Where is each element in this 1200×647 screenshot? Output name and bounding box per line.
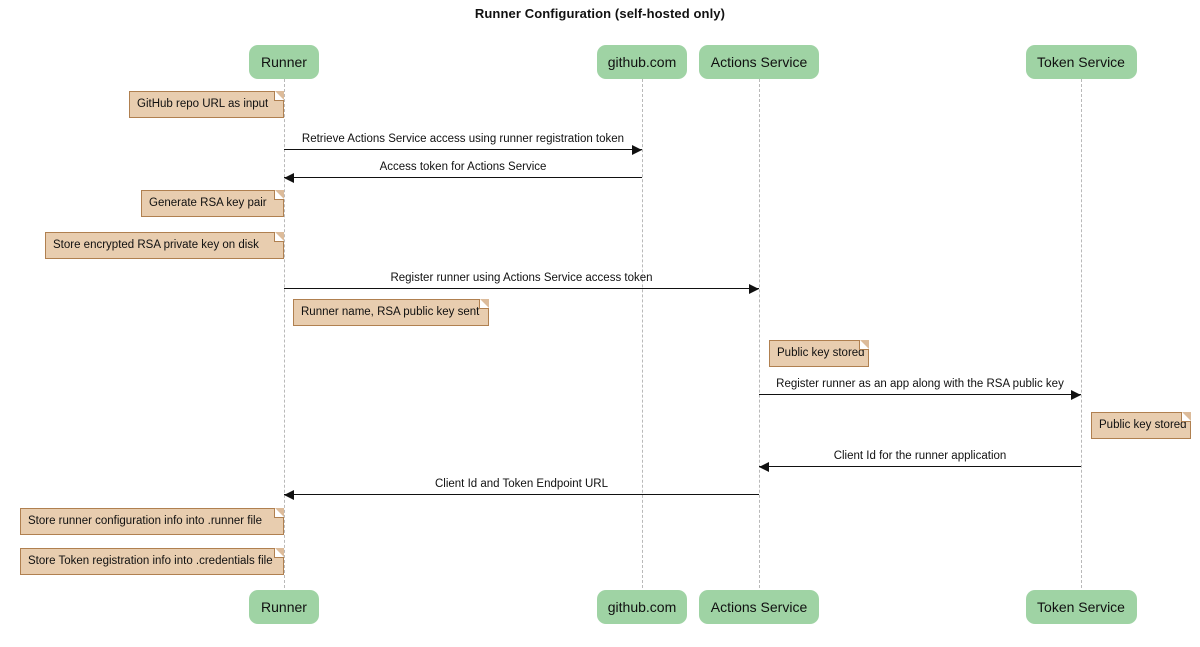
- msg-access-token-line: [284, 177, 642, 178]
- msg-register-app-line: [759, 394, 1081, 395]
- msg-access-token-arrowhead: [284, 172, 294, 183]
- lifeline-runner: [284, 79, 285, 588]
- note-store-private: Store encrypted RSA private key on disk: [45, 232, 284, 259]
- participant-runner-header[interactable]: Runner: [249, 45, 319, 79]
- note-store-runner-text: Store runner configuration info into .ru…: [28, 515, 262, 527]
- note-generate-rsa-fold-corner-icon: [275, 190, 284, 199]
- lifeline-actions: [759, 79, 760, 588]
- lifeline-token: [1081, 79, 1082, 588]
- note-store-runner: Store runner configuration info into .ru…: [20, 508, 284, 535]
- msg-register-runner-arrowhead: [749, 283, 759, 294]
- note-runner-name: Runner name, RSA public key sent: [293, 299, 489, 326]
- msg-register-runner-label: Register runner using Actions Service ac…: [390, 272, 653, 284]
- msg-retrieve-access-line: [284, 149, 642, 150]
- participant-actions-header[interactable]: Actions Service: [699, 45, 819, 79]
- note-pubkey-token: Public key stored: [1091, 412, 1191, 439]
- msg-register-app-arrowhead: [1071, 389, 1081, 400]
- note-pubkey-actions-text: Public key stored: [777, 347, 865, 359]
- note-store-private-fold-corner-icon: [275, 232, 284, 241]
- note-repo-url-text: GitHub repo URL as input: [137, 98, 269, 110]
- note-store-runner-fold-corner-icon: [275, 508, 284, 517]
- note-pubkey-actions: Public key stored: [769, 340, 869, 367]
- participant-token-footer[interactable]: Token Service: [1025, 590, 1137, 624]
- note-store-creds-fold-corner-icon: [275, 548, 284, 557]
- msg-client-id-label: Client Id for the runner application: [833, 450, 1007, 462]
- note-pubkey-actions-fold-corner-icon: [860, 340, 869, 349]
- note-store-creds: Store Token registration info into .cred…: [20, 548, 284, 575]
- msg-access-token-label: Access token for Actions Service: [379, 161, 547, 173]
- msg-client-id-line: [759, 466, 1081, 467]
- note-store-creds-text: Store Token registration info into .cred…: [28, 555, 273, 567]
- note-generate-rsa: Generate RSA key pair: [141, 190, 284, 217]
- participant-token-header[interactable]: Token Service: [1025, 45, 1137, 79]
- msg-retrieve-access-label: Retrieve Actions Service access using ru…: [301, 133, 625, 145]
- note-repo-url: GitHub repo URL as input: [129, 91, 284, 118]
- participant-actions-footer[interactable]: Actions Service: [699, 590, 819, 624]
- page-title: Runner Configuration (self-hosted only): [474, 6, 726, 21]
- msg-register-app-label: Register runner as an app along with the…: [776, 378, 1064, 390]
- participant-github-header[interactable]: github.com: [597, 45, 687, 79]
- note-store-private-text: Store encrypted RSA private key on disk: [53, 239, 259, 251]
- lifeline-github: [642, 79, 643, 588]
- participant-github-footer[interactable]: github.com: [597, 590, 687, 624]
- msg-client-id-arrowhead: [759, 461, 769, 472]
- msg-client-id-endpoint-arrowhead: [284, 489, 294, 500]
- msg-client-id-endpoint-label: Client Id and Token Endpoint URL: [434, 478, 609, 490]
- note-generate-rsa-text: Generate RSA key pair: [149, 197, 267, 209]
- participant-runner-footer[interactable]: Runner: [249, 590, 319, 624]
- note-pubkey-token-text: Public key stored: [1099, 419, 1187, 431]
- msg-register-runner-line: [284, 288, 759, 289]
- note-pubkey-token-fold-corner-icon: [1182, 412, 1191, 421]
- note-repo-url-fold-corner-icon: [275, 91, 284, 100]
- msg-retrieve-access-arrowhead: [632, 144, 642, 155]
- msg-client-id-endpoint-line: [284, 494, 759, 495]
- note-runner-name-fold-corner-icon: [480, 299, 489, 308]
- note-runner-name-text: Runner name, RSA public key sent: [301, 306, 480, 318]
